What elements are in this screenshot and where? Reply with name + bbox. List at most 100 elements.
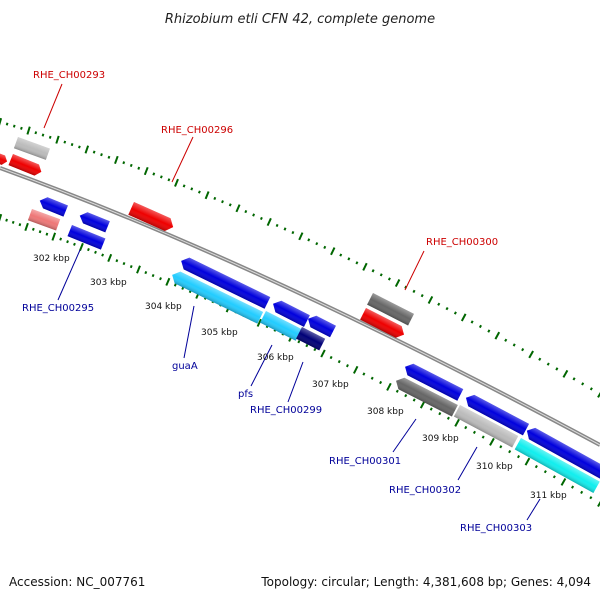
gene-label-rhe-ch00295[interactable]: RHE_CH00295 bbox=[22, 303, 94, 314]
outer-track-minor-tick bbox=[412, 289, 416, 294]
inner-track-minor-tick bbox=[94, 250, 97, 254]
outer-track-minor-tick bbox=[355, 261, 359, 265]
gene-arrow-red-rhe-ch00294[interactable] bbox=[8, 154, 44, 177]
outer-track-major-tick bbox=[427, 295, 434, 304]
inner-track-minor-tick bbox=[534, 465, 538, 469]
outer-track-major-tick bbox=[597, 392, 600, 398]
kbp-label-304: 304 kbp bbox=[145, 302, 182, 312]
gene-label-rhe-ch00299[interactable]: RHE_CH00299 bbox=[250, 405, 322, 416]
gene-arrow-blue-mid-2[interactable] bbox=[305, 313, 336, 338]
gene-arrow-gray-light-rhe-ch00302[interactable] bbox=[453, 405, 519, 448]
outer-track-minor-tick bbox=[159, 175, 163, 179]
gene-arrow-blue-long[interactable] bbox=[178, 255, 271, 309]
inner-track-major-tick bbox=[386, 382, 392, 391]
gene-label-rhe-ch00302[interactable]: RHE_CH00302 bbox=[389, 485, 461, 496]
gene-arrow-cyan-guaa[interactable] bbox=[169, 269, 264, 324]
gene-arrow-blue-mid-1[interactable] bbox=[270, 298, 310, 327]
gene-arrow-gray-rhe-ch00293[interactable] bbox=[13, 137, 50, 160]
inner-track-major-tick bbox=[256, 318, 262, 327]
outer-track-minor-tick bbox=[100, 153, 103, 157]
gene-arrow-red-right[interactable] bbox=[360, 308, 407, 340]
callout-rhe-ch00301 bbox=[392, 418, 417, 453]
outer-track-major-tick bbox=[562, 369, 569, 378]
outer-track-minor-tick bbox=[347, 257, 351, 261]
inner-track-major-tick bbox=[51, 232, 57, 241]
gene-arrow-gray-dark-rhe-ch00300[interactable] bbox=[367, 293, 414, 326]
outer-track-minor-tick bbox=[221, 200, 224, 204]
gene-arrow-blue-right-3[interactable] bbox=[524, 425, 600, 481]
gene-arrow-blue-right-2[interactable] bbox=[463, 392, 530, 436]
gene-arrow-blue-rhe-ch00295[interactable] bbox=[67, 225, 106, 250]
inner-track-minor-tick bbox=[129, 265, 133, 269]
outer-track-minor-tick bbox=[12, 124, 16, 128]
gene-label-rhe-ch00301[interactable]: RHE_CH00301 bbox=[329, 456, 401, 467]
gene-label-rhe-ch00296[interactable]: RHE_CH00296 bbox=[161, 125, 233, 136]
gene-arrow-red-left-edge[interactable] bbox=[0, 150, 9, 166]
callout-rhe-ch00296 bbox=[171, 136, 194, 183]
inner-track-minor-tick bbox=[571, 485, 575, 489]
outer-track-minor-tick bbox=[371, 269, 375, 273]
outer-track-minor-tick bbox=[339, 253, 343, 257]
outer-track-minor-tick bbox=[34, 131, 38, 135]
gene-arrow-pink[interactable] bbox=[27, 209, 61, 231]
callout-pfs bbox=[250, 344, 273, 387]
genome-summary-text: Topology: circular; Length: 4,381,608 bp… bbox=[260, 575, 591, 589]
gene-label-rhe-ch00293[interactable]: RHE_CH00293 bbox=[33, 70, 105, 81]
inner-track-minor-tick bbox=[472, 430, 476, 434]
inner-track-minor-tick bbox=[370, 376, 374, 380]
gene-arrow-blue-small-2[interactable] bbox=[78, 210, 110, 233]
gene-arrow-navy-rhe-ch00299[interactable] bbox=[296, 327, 326, 351]
outer-track-major-tick bbox=[330, 247, 336, 256]
callout-guaa bbox=[183, 305, 195, 359]
gene-label-guaa[interactable]: guaA bbox=[172, 361, 198, 372]
inner-track-minor-tick bbox=[59, 237, 63, 241]
inner-track-major-tick bbox=[24, 222, 29, 232]
inner-track-major-tick bbox=[597, 500, 600, 507]
inner-track-major-tick bbox=[79, 242, 84, 251]
outer-track-minor-tick bbox=[420, 294, 424, 298]
inner-track-minor-tick bbox=[580, 490, 584, 495]
outer-track-minor-tick bbox=[137, 166, 141, 170]
outer-track-minor-tick bbox=[581, 382, 585, 386]
outer-track-minor-tick bbox=[190, 187, 194, 191]
gene-arrow-gray-dark-rhe-ch00301[interactable] bbox=[393, 375, 458, 417]
inner-track-major-tick bbox=[454, 418, 460, 427]
kbp-label-308: 308 kbp bbox=[367, 407, 404, 417]
gene-arrow-red-rhe-ch00296[interactable] bbox=[128, 202, 176, 233]
outer-track-minor-tick bbox=[323, 245, 327, 250]
inner-track-minor-tick bbox=[305, 343, 309, 348]
outer-track-minor-tick bbox=[182, 184, 186, 188]
gene-arrow-blue-small-1[interactable] bbox=[38, 195, 68, 217]
kbp-label-309: 309 kbp bbox=[422, 434, 459, 444]
inner-track-minor-tick bbox=[329, 355, 333, 360]
inner-track-minor-tick bbox=[151, 274, 155, 278]
callout-rhe-ch00302 bbox=[457, 446, 478, 481]
gene-label-rhe-ch00300[interactable]: RHE_CH00300 bbox=[426, 237, 498, 248]
outer-track-minor-tick bbox=[555, 367, 559, 371]
genome-backbone-inner bbox=[0, 167, 600, 446]
gene-arrow-blue-right-1[interactable] bbox=[402, 361, 464, 401]
inner-track-minor-tick bbox=[173, 283, 177, 287]
gene-label-rhe-ch00303[interactable]: RHE_CH00303 bbox=[460, 523, 532, 534]
outer-track-major-tick bbox=[362, 262, 368, 271]
inner-track-minor-tick bbox=[446, 416, 450, 420]
gene-arrow-cyan-rhe-ch00303[interactable] bbox=[514, 438, 600, 494]
callout-rhe-ch00299 bbox=[287, 361, 304, 403]
gene-label-pfs[interactable]: pfs bbox=[238, 389, 253, 400]
gene-features bbox=[0, 137, 600, 494]
inner-track-minor-tick bbox=[66, 240, 69, 244]
outer-track-minor-tick bbox=[252, 213, 256, 217]
outer-track-minor-tick bbox=[5, 122, 9, 126]
inner-track-minor-tick bbox=[313, 347, 317, 352]
gene-arrow-cyan-pfs[interactable] bbox=[260, 311, 302, 341]
outer-track-major-tick bbox=[174, 178, 179, 187]
outer-track-minor-tick bbox=[20, 126, 23, 130]
kbp-label-305: 305 kbp bbox=[201, 328, 238, 338]
inner-track-major-tick bbox=[107, 253, 113, 262]
inner-track-minor-tick bbox=[499, 445, 503, 449]
outer-track-minor-tick bbox=[387, 277, 391, 281]
outer-track-minor-tick bbox=[275, 223, 279, 227]
outer-track-major-tick bbox=[235, 204, 241, 213]
outer-tick-track bbox=[0, 117, 600, 398]
